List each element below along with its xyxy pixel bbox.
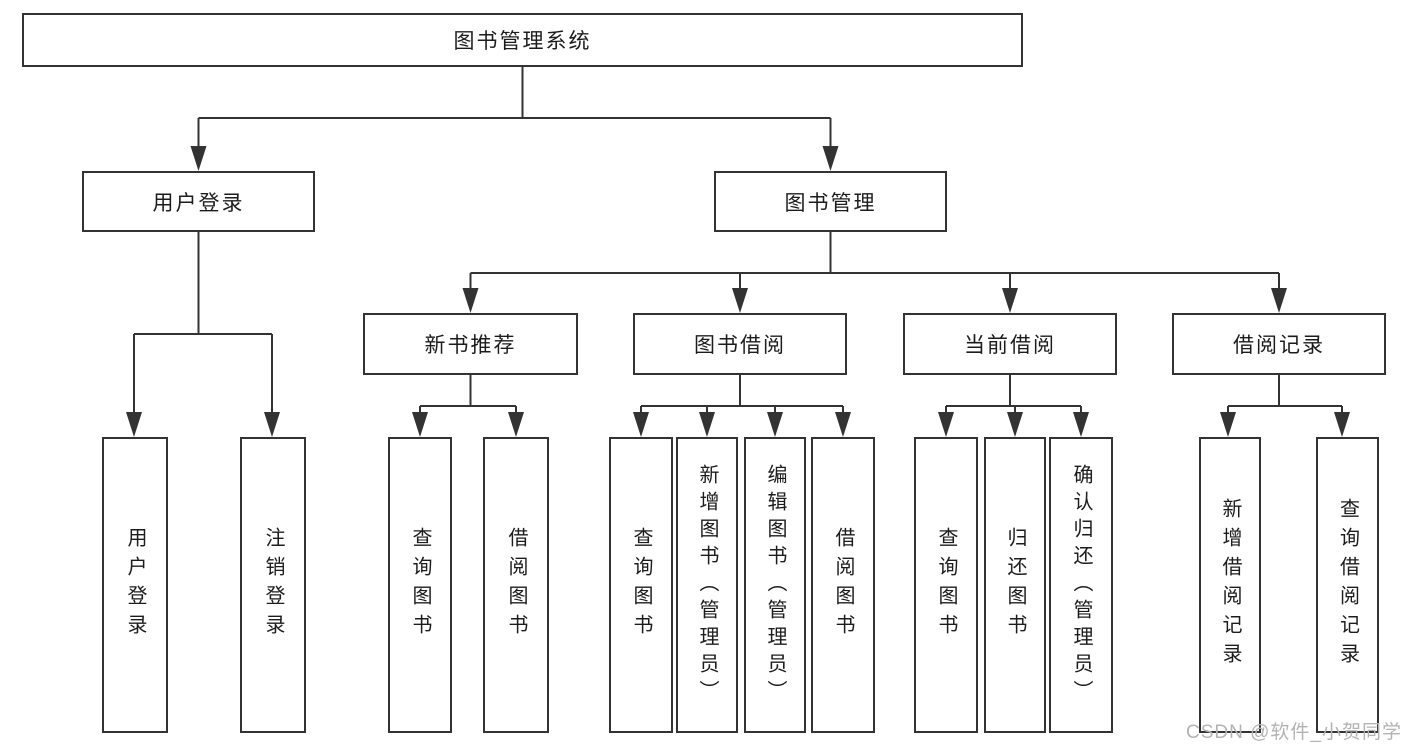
leaf-query-books-current-label: 查询图书 xyxy=(935,527,957,643)
leaf-query-books-current: 查询图书 xyxy=(914,437,978,733)
node-book-borrowing: 图书借阅 xyxy=(633,313,847,375)
leaf-query-borrow-record-label: 查询借阅记录 xyxy=(1336,498,1359,672)
connector-root-to-level2 xyxy=(190,67,839,171)
node-user-login: 用户登录 xyxy=(82,171,315,232)
node-current-borrowing: 当前借阅 xyxy=(903,313,1117,375)
leaf-add-books-admin: 新增图书（管理员） xyxy=(676,437,738,733)
leaf-logout: 注销登录 xyxy=(240,437,306,733)
leaf-confirm-return-admin-label: 确认归还（管理员） xyxy=(1070,463,1092,707)
leaf-add-borrow-record: 新增借阅记录 xyxy=(1199,437,1261,733)
leaf-edit-books-admin-label: 编辑图书（管理员） xyxy=(764,463,786,707)
leaf-logout-label: 注销登录 xyxy=(262,527,284,643)
leaf-query-books-borrowing: 查询图书 xyxy=(609,437,673,733)
leaf-borrow-books-recommend: 借阅图书 xyxy=(483,437,549,733)
connector-user-login-to-leaves xyxy=(126,232,280,437)
leaf-query-books-recommend: 查询图书 xyxy=(388,437,452,733)
node-book-management: 图书管理 xyxy=(714,171,947,232)
leaf-borrow-books-recommend-label: 借阅图书 xyxy=(505,527,527,643)
node-new-book-recommend: 新书推荐 xyxy=(363,313,578,375)
leaf-confirm-return-admin: 确认归还（管理员） xyxy=(1049,437,1113,733)
leaf-borrow-books-borrowing-label: 借阅图书 xyxy=(832,527,854,643)
leaf-user-login: 用户登录 xyxy=(102,437,168,733)
connector-new-book-recommend-to-leaves xyxy=(412,375,524,437)
leaf-add-borrow-record-label: 新增借阅记录 xyxy=(1219,498,1241,672)
leaf-return-books-label: 归还图书 xyxy=(1004,527,1026,643)
leaf-edit-books-admin: 编辑图书（管理员） xyxy=(744,437,806,733)
leaf-return-books: 归还图书 xyxy=(984,437,1046,733)
connector-borrowing-records-to-leaves xyxy=(1220,375,1350,437)
connector-book-borrowing-to-leaves xyxy=(633,375,851,437)
connector-book-management-to-level3 xyxy=(462,232,1287,313)
connector-current-borrowing-to-leaves xyxy=(938,375,1089,437)
leaf-query-borrow-record: 查询借阅记录 xyxy=(1316,437,1379,733)
csdn-watermark: CSDN @软件_小贺同学 xyxy=(1186,722,1402,743)
leaf-add-books-admin-label: 新增图书（管理员） xyxy=(696,463,718,707)
leaf-user-login-label: 用户登录 xyxy=(124,527,146,643)
leaf-borrow-books-borrowing: 借阅图书 xyxy=(811,437,875,733)
leaf-query-books-recommend-label: 查询图书 xyxy=(409,527,431,643)
node-borrowing-records: 借阅记录 xyxy=(1172,313,1386,375)
node-library-management-system: 图书管理系统 xyxy=(22,13,1023,67)
leaf-query-books-borrowing-label: 查询图书 xyxy=(630,527,652,643)
